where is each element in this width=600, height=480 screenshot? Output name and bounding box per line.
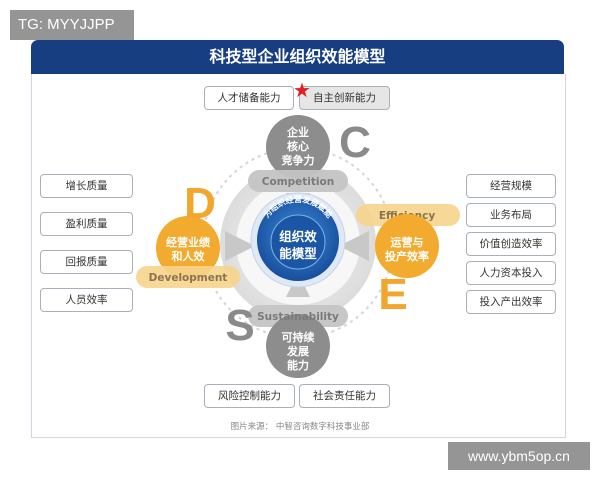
box-risk-control: 风险控制能力 [204,384,295,408]
left-box-profit-quality: 盈利质量 [40,212,133,236]
development-node [156,216,220,280]
box-talent-reserve: 人才储备能力 [204,86,294,110]
left-box-growth-quality: 增长质量 [40,174,133,198]
sustainability-en: Sustainability [257,311,339,323]
competition-zh-2: 核心 [287,139,309,153]
development-zh-1: 经营业绩 [166,235,210,249]
letter-c: C [339,118,371,167]
competition-zh-1: 企业 [286,125,309,139]
development-pill [136,266,240,288]
right-box-input-output: 投入产出效率 [466,290,556,314]
efficiency-zh-2: 投产效率 [385,249,429,263]
sustainability-zh-2: 发展 [286,344,310,358]
box-independent-innovation: 自主创新能力 [299,86,390,110]
center-title-line2: 能模型 [279,246,317,261]
watermark-bottom: www.ybm5op.cn [448,442,590,470]
page-title: 科技型企业组织效能模型 [31,40,564,74]
efficiency-zh-1: 运营与 [391,235,424,249]
right-box-value-creation: 价值创造效率 [466,232,556,256]
sustainability-zh-3: 能力 [287,358,309,372]
sustainability-zh-1: 可持续 [282,330,315,344]
right-box-operating-scale: 经营规模 [466,174,556,198]
development-en: Development [149,272,228,284]
development-zh-2: 和人效 [172,249,206,263]
competition-node [266,115,330,179]
star-icon: ★ [293,78,311,102]
letter-s: S [225,301,254,350]
center-inner-ring [270,214,326,270]
left-box-return-quality: 回报质量 [40,250,133,274]
efficiency-node [375,214,439,278]
center-title-line1: 组织效 [279,229,317,244]
left-box-staff-efficiency: 人员效率 [40,288,133,312]
watermark-top: TG: MYYJJPP [10,10,134,40]
letter-e: E [378,270,407,319]
image-source-note: 图片来源： 中智咨询数字科技事业部 [230,422,370,432]
competition-pill [248,170,348,192]
box-social-responsibility: 社会责任能力 [299,384,390,408]
right-box-human-capital: 人力资本投入 [466,261,556,285]
right-box-business-layout: 业务布局 [466,203,556,227]
competition-zh-3: 竞争力 [282,153,315,167]
letter-d: D [184,179,216,228]
sustainability-node [266,314,330,378]
competition-en: Competition [262,176,334,188]
